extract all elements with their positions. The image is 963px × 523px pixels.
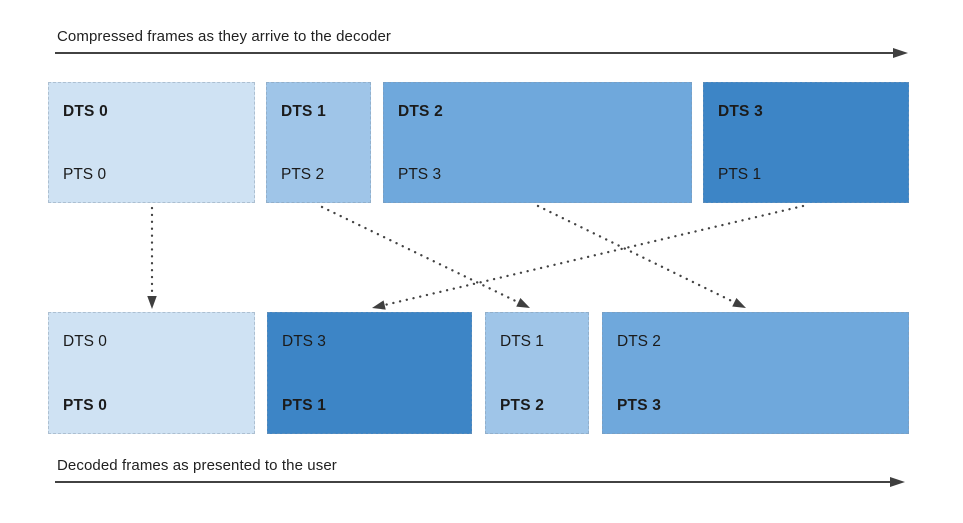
map-frame3 <box>383 204 805 307</box>
map-frame1 <box>320 205 520 304</box>
pts-label: PTS 3 <box>617 397 662 414</box>
dts-label: DTS 0 <box>63 333 107 350</box>
dts-label: DTS 2 <box>398 103 443 120</box>
dts-label: DTS 0 <box>63 103 108 120</box>
pts-label: PTS 0 <box>63 397 108 414</box>
dts-label: DTS 1 <box>281 103 326 120</box>
pts-label: PTS 1 <box>718 166 762 183</box>
dts-label: DTS 2 <box>617 333 661 350</box>
top-frame-dts3: DTS 3 PTS 1 <box>703 82 909 203</box>
pts-label: PTS 0 <box>63 166 107 183</box>
top-frame-dts0: DTS 0 PTS 0 <box>48 82 255 203</box>
timeline-arrow-top-head <box>893 48 908 58</box>
bottom-caption: Decoded frames as presented to the user <box>57 457 337 474</box>
map-frame1-head <box>516 298 530 308</box>
map-frame3-head <box>372 300 386 310</box>
dts-label: DTS 1 <box>500 333 544 350</box>
map-frame2-head <box>732 298 746 308</box>
pts-label: PTS 2 <box>500 397 545 414</box>
bottom-frame-pts3: DTS 2 PTS 3 <box>602 312 909 434</box>
pts-label: PTS 3 <box>398 166 442 183</box>
timeline-arrow-bottom-head <box>890 477 905 487</box>
pts-label: PTS 1 <box>282 397 327 414</box>
top-frame-dts1: DTS 1 PTS 2 <box>266 82 371 203</box>
map-frame0-head <box>147 296 157 309</box>
bottom-frame-pts1: DTS 3 PTS 1 <box>267 312 472 434</box>
bottom-frame-pts2: DTS 1 PTS 2 <box>485 312 589 434</box>
top-caption: Compressed frames as they arrive to the … <box>57 28 392 45</box>
bottom-frame-pts0: DTS 0 PTS 0 <box>48 312 255 434</box>
dts-label: DTS 3 <box>718 103 763 120</box>
pts-label: PTS 2 <box>281 166 325 183</box>
dts-label: DTS 3 <box>282 333 326 350</box>
top-frame-dts2: DTS 2 PTS 3 <box>383 82 692 203</box>
map-frame2 <box>536 204 736 304</box>
